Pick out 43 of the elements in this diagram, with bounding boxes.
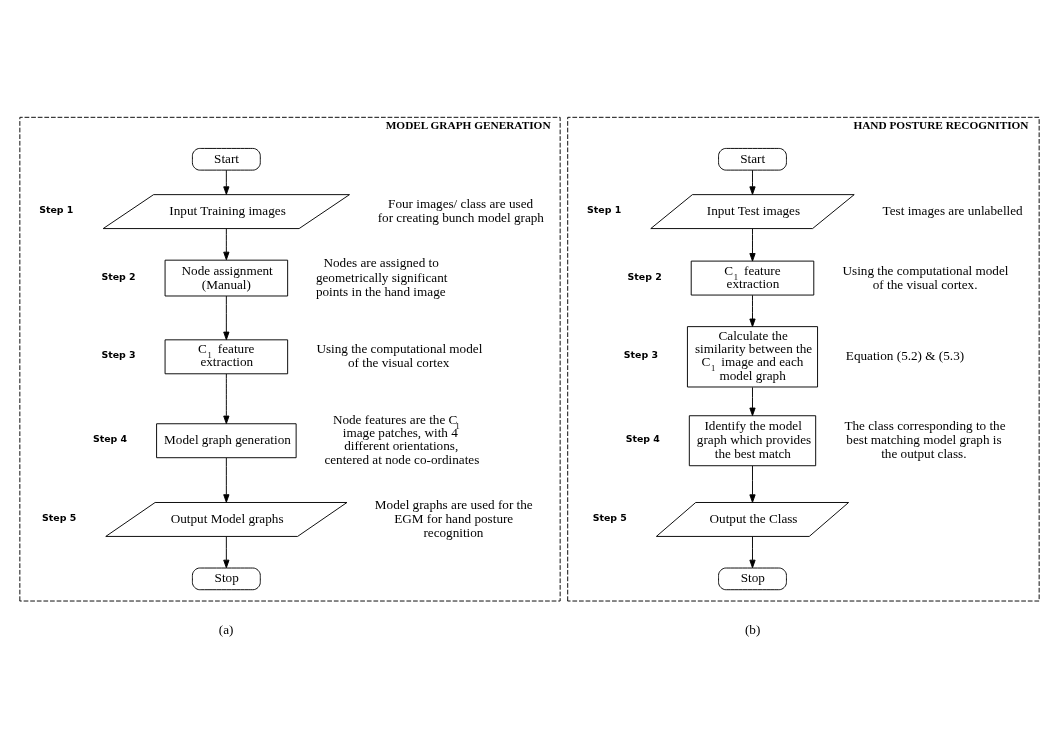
node-label: Step 3 [101,348,136,360]
arrow [223,295,230,340]
node-box: Model graph generation [156,422,297,458]
node-label: Step 3 [623,348,659,360]
node-label: Step 1 [587,203,622,215]
label: (a) [218,621,234,637]
node-label: Step 2 [627,269,662,281]
arrow [223,227,230,260]
arrow [223,535,230,568]
node-label: Equation (5.2) & (5.3) [845,347,965,363]
arrow [749,386,756,416]
node-box: C$_{1}$ feature extraction [164,338,289,374]
node-label: Test images are unlabelled [882,202,1023,218]
node-label: Step 4 [625,432,660,444]
node-label: Using the computational model of the visual cortex. [842,262,1009,292]
node-box: C$_{1}$ feature extraction [690,260,815,296]
node-label: Node features are the C$_{1}$ image patches, with 4 different orientations, centered at node co-ordinates [324,411,480,467]
node-label: Step 5 [592,511,627,523]
node-box: Start [718,147,787,171]
node-label: The class corresponding to the best matching model graph is the output class. [844,417,1006,461]
node-label: Step 5 [42,511,77,523]
arrow [749,169,756,195]
arrow [223,373,230,424]
arrow [749,294,756,327]
node-box: Identify the model graph which provides the best match [688,414,817,466]
arrow [749,227,756,262]
node-label: Nodes are assigned to geometrically significant points in the hand image [315,254,448,299]
node-box: Stop [191,567,261,590]
node-label: Step 1 [39,203,74,215]
label: (b) [744,621,761,637]
node-label: Step 2 [101,269,136,281]
node-label: Step 4 [92,432,128,444]
node-label: Model graphs are used for the EGM for hand posture recognition [374,496,533,540]
arrow [223,169,230,195]
node-box: Start [191,147,261,171]
node-box: Calculate the similarity between the C$_{1}$ image and each model graph [686,325,819,387]
node-box: Node assignment (Manual) [164,259,289,296]
arrow [223,457,230,503]
node-box: Stop [718,567,787,590]
node-label: Using the computational model of the visual cortex [316,340,483,370]
arrow [749,465,756,503]
node-label: Four images/ class are used for creating bunch model graph [377,195,544,225]
arrow [749,535,756,568]
